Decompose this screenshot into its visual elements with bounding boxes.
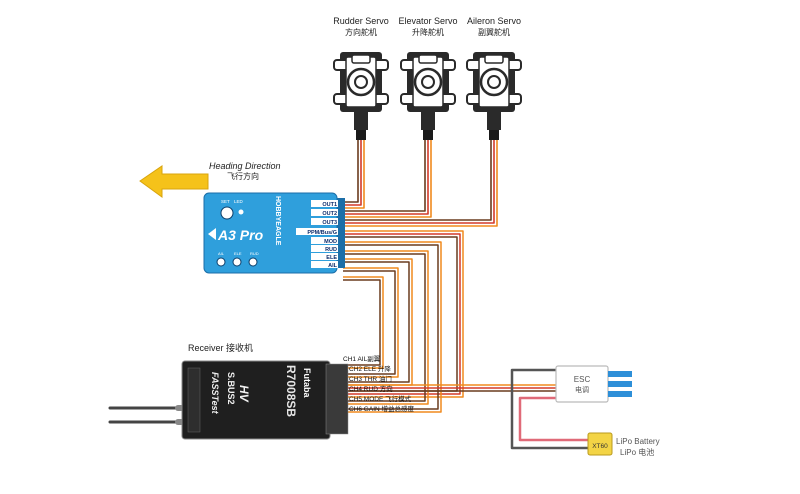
esc [555,365,632,403]
controller-body: A3 Pro HOBBYEAGLE SET LED AIL ELE RUD [203,192,345,274]
port-out1: OUT1 [322,202,337,208]
port-ail: AIL [328,263,338,269]
controller-led-label: LED [234,199,244,204]
servo-rudder [333,52,389,140]
channel-wires [343,230,464,413]
controller-ports: OUT1 OUT2 OUT3 PPM/Bus/G MOD RUD ELE AIL [296,200,338,269]
port-rud: RUD [325,247,337,253]
knob-label-rud: RUD [250,251,259,256]
esc-label-cn: 电调 [575,387,589,394]
knob-label-ail: AIL [218,251,225,256]
channel-label-ch4: CH4 RUD 方向 [349,386,393,393]
servo-aileron [466,52,522,140]
channel-label-ch1: CH1 AIL副翼 [343,356,381,363]
servo-elevator [400,52,456,140]
controller-set-label: SET [221,199,230,204]
esc-label: ESC [573,375,591,384]
battery-connector: XT60 [587,432,613,456]
servo-aileron-name: Aileron Servo [466,16,522,26]
receiver-label: Receiver 接收机 [188,343,254,353]
receiver-body: R7008SB Futaba FASSTest S.BUS2 HV [181,360,349,440]
port-mod: MOD [324,239,337,245]
channel-label-ch3: CH3 THR 油门 [349,376,392,383]
receiver-tag-sbus: S.BUS2 [226,372,236,405]
receiver-tag-fasst: FASSTest [210,372,220,415]
servo-rudder-cn: 方向舵机 [345,28,377,37]
heading-label-cn: 飞行方向 [227,172,259,181]
port-out3: OUT3 [322,220,337,226]
servo-aileron-cn: 副翼舵机 [478,28,510,37]
channel-label-ch5: CH5 MODE 飞行模式 [349,396,412,403]
knob-label-ele: ELE [234,251,242,256]
throttle-wire [347,384,556,392]
servo-wires [343,140,498,227]
port-ele: ELE [326,255,337,261]
receiver-tag-hv: HV [237,385,251,403]
controller-model: A3 Pro [217,227,264,243]
servo-elevator-cn: 升降舵机 [412,28,444,37]
heading-arrow [139,165,209,198]
receiver-antennas [108,405,185,425]
controller-brand: HOBBYEAGLE [274,196,281,246]
battery-label-cn: LiPo 电池 [620,448,655,457]
xt60-label: XT60 [592,443,608,450]
battery-label: LiPo Battery [616,437,660,446]
port-ppm: PPM/Bus/G [307,230,337,236]
power-wires [510,368,588,450]
channel-label-ch2: CH2 ELE 升降 [349,366,391,373]
channel-label-ch6: CH6 GAIN 增益总感度 [349,406,415,413]
servo-rudder-name: Rudder Servo [333,16,389,26]
port-out2: OUT2 [322,211,337,217]
servo-elevator-name: Elevator Servo [398,16,458,26]
heading-label: Heading Direction [209,161,281,171]
receiver-brand: Futaba [302,368,312,398]
receiver-model: R7008SB [284,365,298,417]
